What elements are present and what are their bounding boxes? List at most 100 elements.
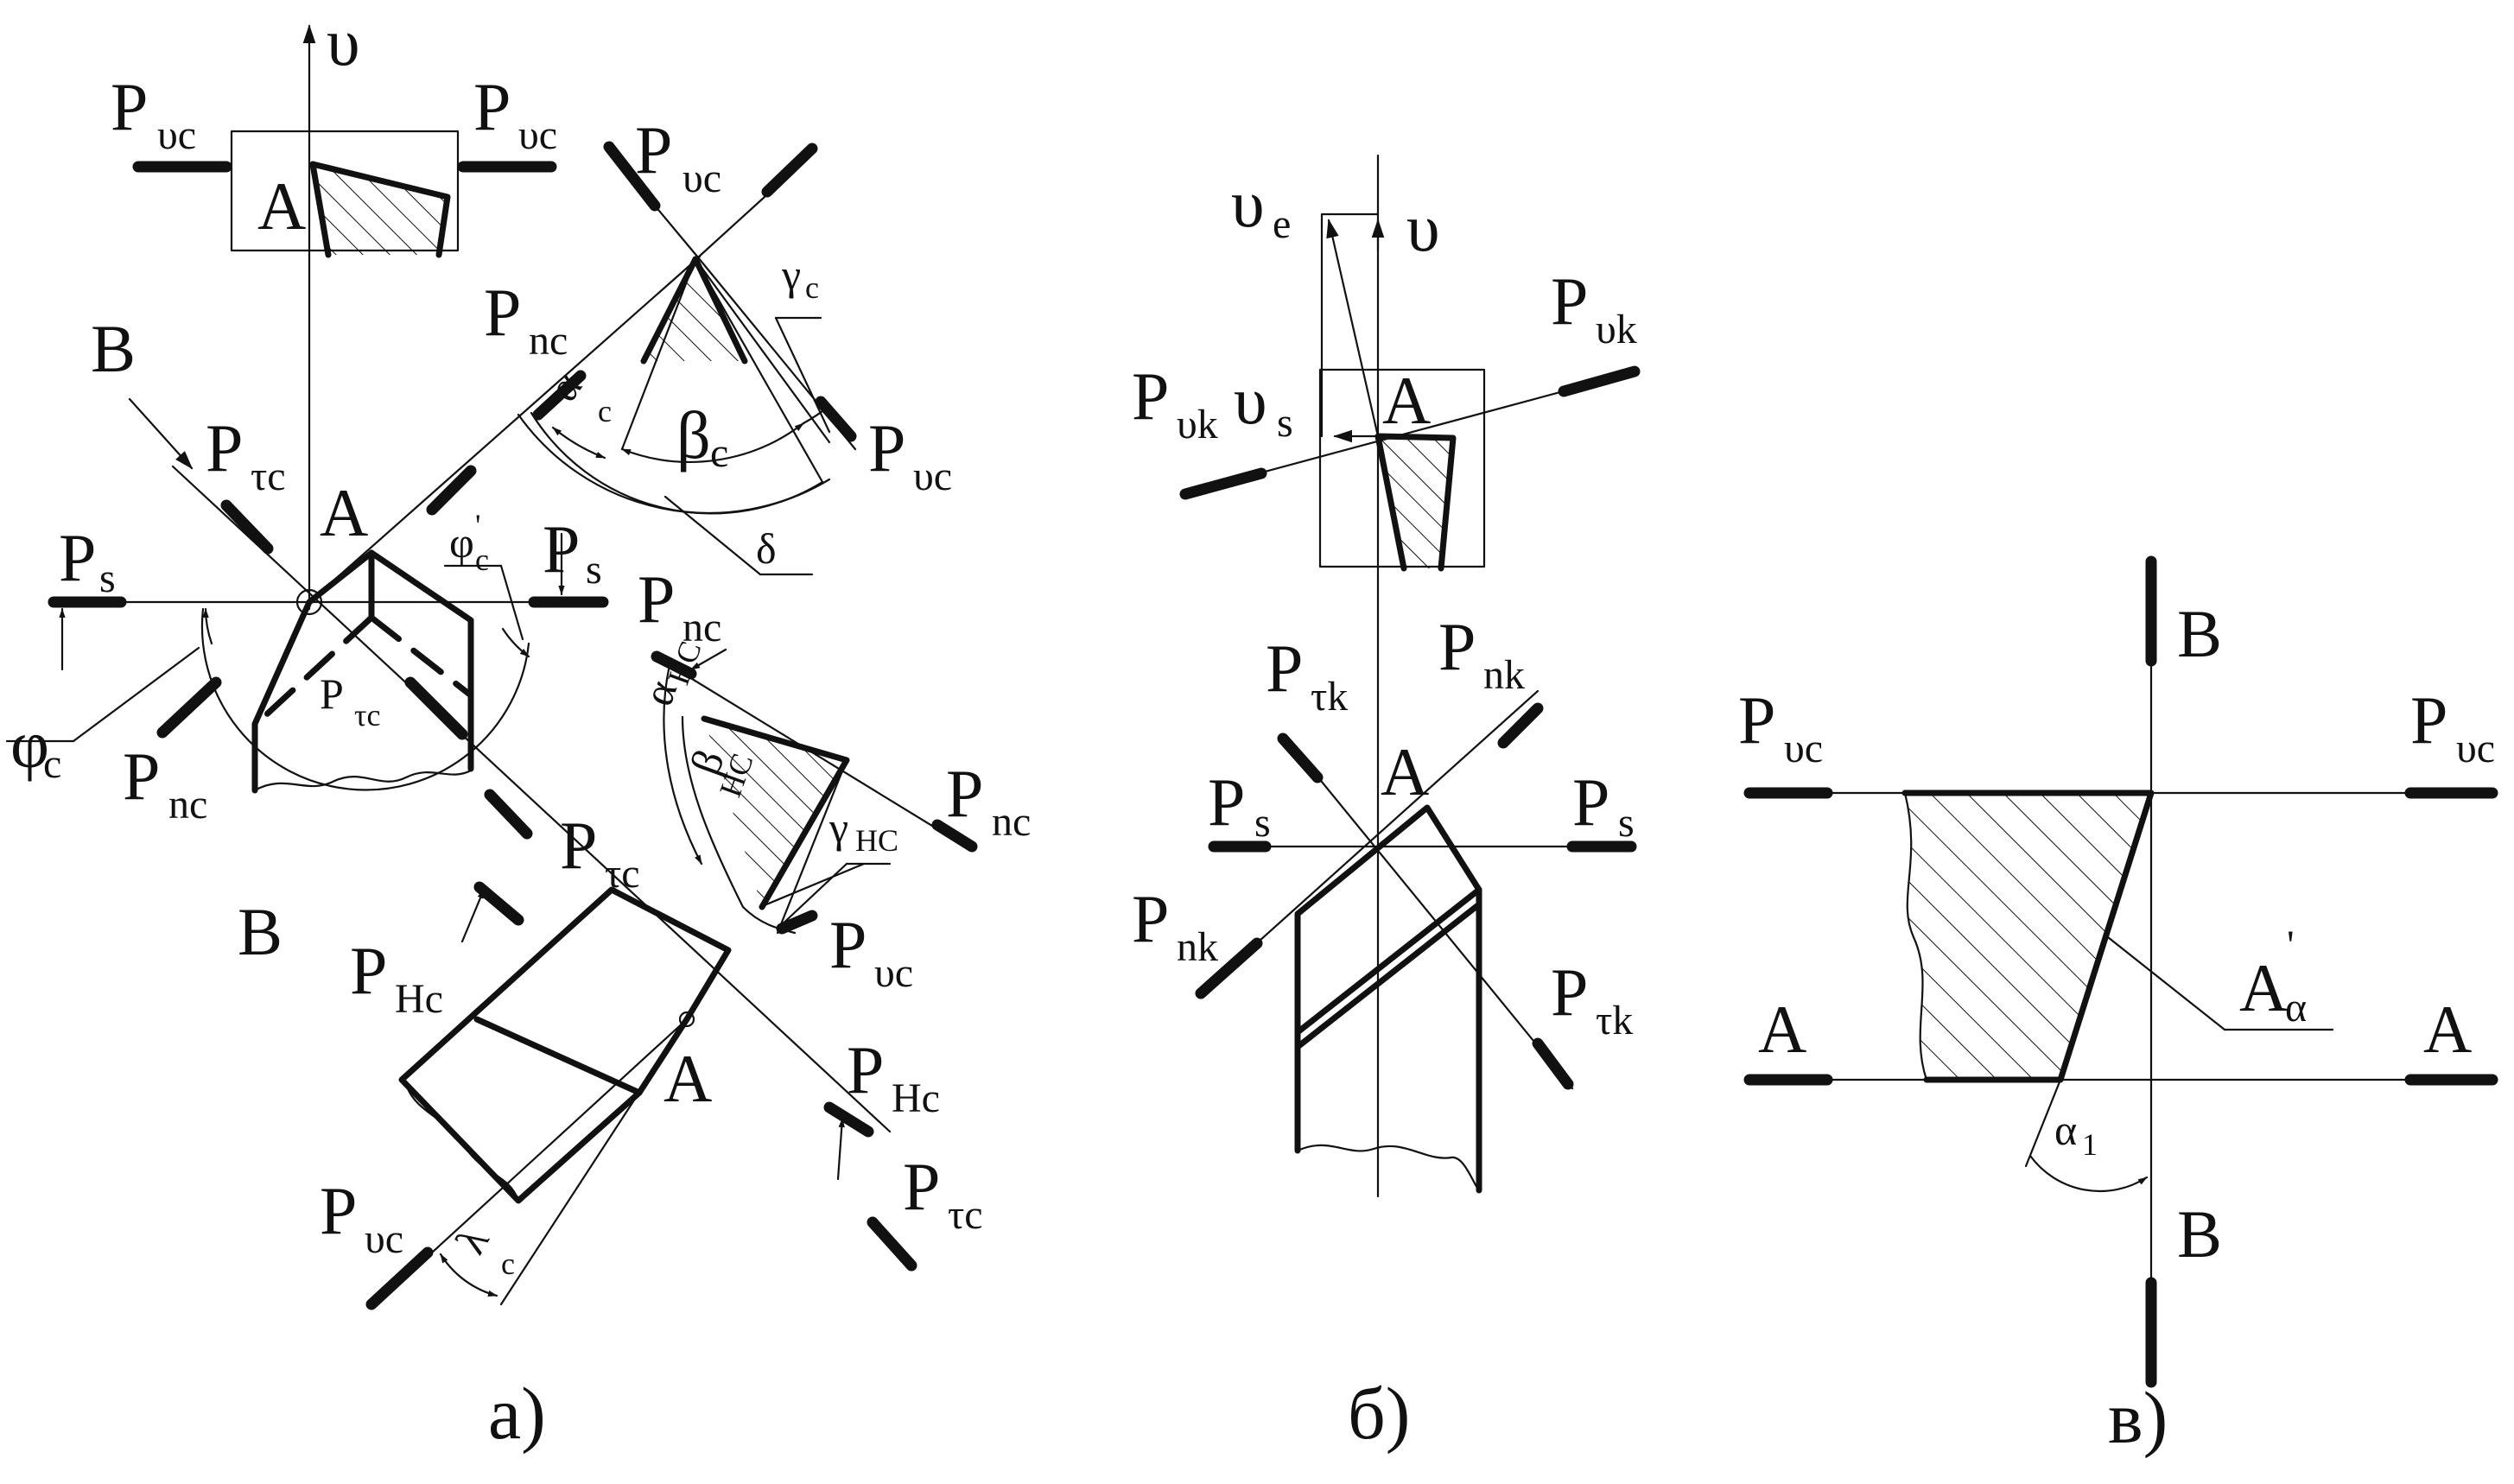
- lambda-c-arc: [439, 1253, 498, 1297]
- gamma-hc-sub: НС: [855, 823, 898, 858]
- phi1-c-prime: ': [475, 508, 481, 542]
- velocity-label-a: υ: [327, 4, 360, 79]
- phc-lower-arrow: [836, 1117, 845, 1181]
- view-b-label: B: [91, 311, 136, 386]
- outer-arc: [517, 413, 831, 515]
- label-p-tk-lower: P: [1551, 954, 1588, 1030]
- plane-pnc-upper: [532, 370, 587, 421]
- section-upper-ray-3: [694, 257, 831, 444]
- plane-ptc-lower: [484, 789, 533, 840]
- label-sub-tk-lower: τk: [1596, 998, 1633, 1043]
- lambda-c-label: λ: [446, 1219, 498, 1261]
- diagonal-line-a: [308, 255, 702, 604]
- phi1-c-arc: [501, 627, 530, 658]
- plane-pnk-upper: [1497, 702, 1544, 749]
- label-p-tc-lower: P: [560, 808, 597, 883]
- label-sub-nc-upper: nc: [529, 318, 568, 364]
- label-p-hc-lower: P: [847, 1032, 884, 1107]
- label-sub-nc-mid: nc: [682, 605, 721, 650]
- velocity-s-label: υ: [1234, 363, 1267, 438]
- top-hatched-section: [313, 164, 448, 255]
- plane-pnc-mid-right-2: [931, 819, 978, 853]
- label-sub-nc-lower: nc: [168, 782, 207, 828]
- plane-ptk-lower: [1532, 1037, 1574, 1090]
- alpha1-line: [2024, 1078, 2062, 1168]
- label-p-vc-sec-2: P: [868, 410, 905, 485]
- delta-label: δ: [756, 524, 777, 573]
- tool-edge-b-2: [1294, 901, 1482, 1050]
- plane-pvc-upper-right-3: [815, 396, 857, 442]
- section-mid-top: [702, 717, 848, 762]
- a-alpha-sub: α: [2285, 985, 2307, 1031]
- tool-edge-b-1: [1294, 886, 1482, 1036]
- plane-pvk-left: [1179, 467, 1267, 500]
- plane-pnc-mid: [426, 465, 477, 516]
- velocity-triangle-b: [1320, 212, 1380, 438]
- delta-leader: [663, 495, 762, 576]
- label-sub-vc-sec-2: υc: [913, 453, 952, 499]
- label-sub-hc-upper: Hc: [395, 976, 443, 1022]
- velocity-e-sub: e: [1273, 201, 1291, 247]
- beta-c-arc: [620, 422, 805, 463]
- label-sub-nk-lower: nk: [1177, 924, 1218, 970]
- alpha1-label: α: [2054, 1106, 2077, 1154]
- plane-ptk-upper: [1277, 732, 1324, 783]
- alpha-hc-arc: [663, 663, 703, 866]
- plane-pnc-lower-left: [156, 676, 222, 739]
- section-outline-c: [1901, 790, 2155, 1083]
- label-p-vc-right-c: P: [2410, 682, 2447, 758]
- lambda-c-sub: c: [501, 1246, 515, 1281]
- alpha-hc-arrow: [689, 648, 727, 671]
- plane-ptc-mid: [404, 676, 468, 740]
- phi1-c-sub: c: [475, 542, 489, 577]
- label-p-tc-upper: P: [206, 410, 243, 485]
- plane-ptc-lower-right: [867, 1216, 917, 1272]
- label-sub-vc-lower: υc: [365, 1216, 403, 1262]
- label-p-tc-lower-right: P: [903, 1149, 940, 1224]
- phc-upper-arrow: [460, 888, 486, 943]
- gamma-hc-ray: [759, 862, 866, 909]
- section-upper-hatch: [644, 259, 745, 361]
- point-a-lower: A: [663, 1041, 712, 1116]
- label-p-vc-left-c: P: [1738, 682, 1775, 758]
- label-p-nc-upper: P: [484, 275, 521, 350]
- view-b-lower: B: [238, 894, 283, 969]
- point-a-center: A: [320, 475, 368, 550]
- section-a-right: A: [2423, 992, 2472, 1067]
- phi-c-leader: [72, 646, 200, 743]
- plane-pvc-upper-right-1: [761, 143, 818, 198]
- section-upper-ray-1: [620, 257, 697, 451]
- a-alpha-label: A: [2239, 950, 2288, 1025]
- beta-hc-arc: [681, 715, 797, 935]
- label-sub-vc-top-right: υc: [518, 112, 557, 158]
- label-sub-vc-mid: υc: [874, 950, 913, 996]
- label-sub-s-right-b: s: [1618, 800, 1635, 846]
- gamma-c-arc: [802, 404, 831, 425]
- panel-b: υ υ e υ s A P υk P υk P s P s P nk P: [1132, 154, 1641, 1455]
- section-mid-hatch: [704, 719, 847, 907]
- label-p-s-right-b: P: [1572, 764, 1609, 840]
- section-break-c: [1903, 791, 1928, 1081]
- point-a-lower-mark: [678, 1011, 695, 1028]
- panel-a: υ A P υc P υc P s P s P nc P nc: [5, 4, 1031, 1455]
- view-b-arrow: [128, 397, 194, 470]
- detail-hatch-b: [1378, 436, 1453, 568]
- label-p-vc-sec: P: [635, 112, 672, 187]
- panel-c: B B A A P υc P υc A α ' α 1 в): [1738, 555, 2498, 1459]
- alpha1-arc: [2028, 1154, 2149, 1193]
- label-sub-vc-sec: υc: [682, 155, 721, 201]
- label-p-nk-lower: P: [1132, 881, 1169, 956]
- gamma-c-leader: [774, 316, 831, 434]
- label-sub-hc-lower: Hc: [892, 1075, 940, 1121]
- label-sub-tc-upper: τc: [251, 453, 286, 499]
- label-p-vc-lower: P: [320, 1173, 357, 1248]
- point-a-top: A: [257, 168, 306, 244]
- tool-side-edge: [473, 1016, 643, 1096]
- beta-c-label: β: [676, 397, 711, 472]
- label-sub-nc-right: nc: [992, 799, 1031, 845]
- detail-tool-b: [1374, 433, 1457, 572]
- caption-a: а): [488, 1372, 546, 1455]
- velocity-label-b: υ: [1406, 190, 1440, 265]
- label-p-nc-lower: P: [123, 739, 160, 814]
- label-p-tk-upper: P: [1266, 631, 1303, 706]
